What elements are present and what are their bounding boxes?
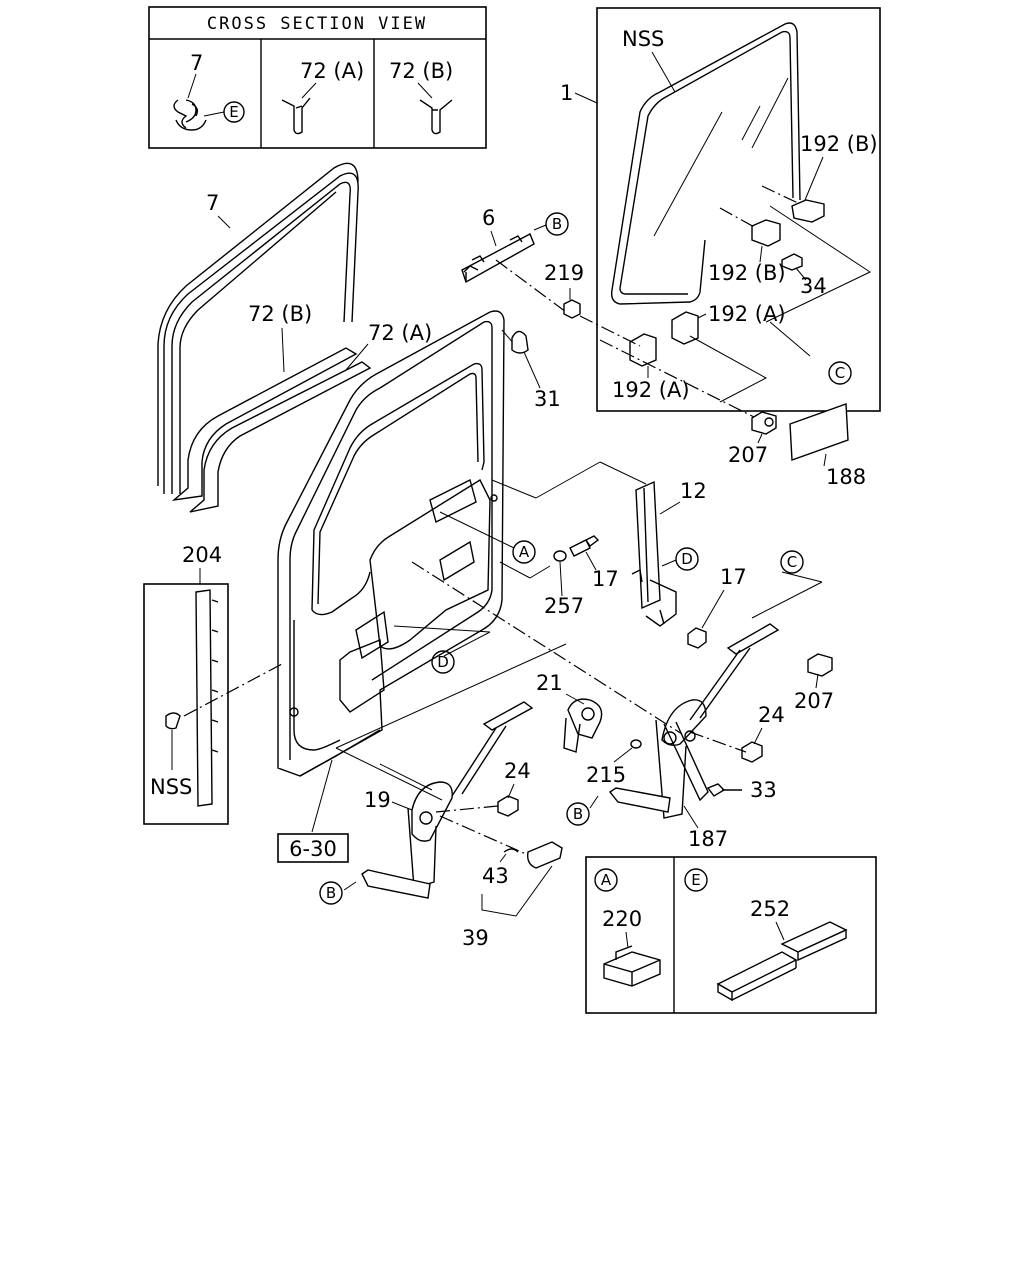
ref-circle-b-right — [566, 802, 590, 826]
ref-b-top: B — [552, 215, 562, 233]
label-72b: 72 (B) — [248, 302, 312, 326]
washer-215 — [630, 739, 642, 749]
screw-33 — [706, 783, 726, 797]
ref-circle-e — [223, 101, 245, 123]
channel-section-72a-icon — [281, 97, 311, 135]
clip-34 — [781, 253, 803, 271]
glass-clip-192a-lower — [629, 333, 657, 367]
label-204: 204 — [182, 543, 222, 567]
bolt-17-left — [569, 535, 600, 557]
channel-section-72b-icon — [419, 99, 453, 135]
rear-channel-12 — [631, 480, 677, 627]
bumper-31 — [511, 330, 529, 354]
door-glass-box: NSS 1 192 (B) 192 (B) 34 192 (A) 192 (A)… — [560, 7, 881, 412]
label-192b-2: 192 (B) — [708, 261, 786, 285]
label-215: 215 — [586, 763, 626, 787]
detail-a-ref: A — [601, 871, 612, 889]
label-219: 219 — [544, 261, 584, 285]
label-31: 31 — [534, 387, 561, 411]
window-regulator-right — [608, 623, 780, 819]
label-188: 188 — [826, 465, 866, 489]
label-12: 12 — [680, 479, 707, 503]
ref-circle-d-door — [431, 650, 455, 674]
label-19: 19 — [364, 788, 391, 812]
bolt-17-right — [687, 627, 707, 649]
cross-section-title: CROSS SECTION VIEW — [207, 14, 427, 34]
handle-base-21 — [563, 698, 603, 753]
label-1: 1 — [560, 81, 573, 105]
plate-188 — [789, 403, 849, 461]
glass-run-channels — [171, 347, 372, 513]
label-257: 257 — [544, 594, 584, 618]
tape-252 — [716, 921, 848, 1002]
weatherstrip-7 — [157, 162, 359, 494]
glass-clip-192b-upper — [791, 199, 825, 223]
label-21: 21 — [536, 671, 563, 695]
cs-label-72a: 72 (A) — [300, 59, 364, 83]
label-nss-glass: NSS — [622, 27, 664, 51]
label-24-1: 24 — [758, 703, 785, 727]
ref-box-6-30 — [277, 833, 349, 863]
label-192b-1: 192 (B) — [800, 132, 878, 156]
label-43: 43 — [482, 864, 509, 888]
window-regulator-left — [361, 701, 534, 899]
label-187: 187 — [688, 827, 728, 851]
ref-circle-c-top — [828, 361, 852, 385]
ref-b-right: B — [573, 805, 583, 823]
glass-clip-192b-lower — [751, 219, 781, 247]
label-220: 220 — [602, 907, 642, 931]
label-24-2: 24 — [504, 759, 531, 783]
ref-b-left: B — [326, 884, 336, 902]
clip-219 — [563, 299, 581, 319]
ref-d-channel: D — [681, 550, 693, 568]
ref-c-lower: C — [787, 553, 797, 571]
label-252: 252 — [750, 897, 790, 921]
label-17-1: 17 — [592, 567, 619, 591]
label-192a-2: 192 (A) — [612, 378, 690, 402]
ref-circle-c-lower — [780, 550, 804, 574]
label-192a-1: 192 (A) — [708, 302, 786, 326]
ref-e-text: E — [229, 103, 238, 121]
label-6-30: 6-30 — [289, 837, 337, 861]
label-nss-panel: NSS — [150, 775, 192, 799]
label-17-2: 17 — [720, 565, 747, 589]
ref-circle-b-left — [319, 881, 343, 905]
ref-circle-a-door — [512, 540, 536, 564]
detail-e-ref: E — [691, 871, 700, 889]
label-7: 7 — [206, 191, 219, 215]
ref-c-top: C — [835, 364, 845, 382]
bolt-24-right — [741, 741, 763, 763]
cross-section-view-box: CROSS SECTION VIEW 7 E 72 (A) 72 (B) — [148, 6, 487, 149]
weatherstrip-section-7-icon — [173, 99, 207, 131]
ref-circle-b-top — [545, 212, 569, 236]
label-207-2: 207 — [794, 689, 834, 713]
ref-circle-d-channel — [675, 547, 699, 571]
label-39: 39 — [462, 926, 489, 950]
label-72a: 72 (A) — [368, 321, 432, 345]
label-6: 6 — [482, 206, 495, 230]
panel-204-box — [143, 583, 229, 825]
door-glass — [610, 22, 801, 305]
window-crank-handle — [526, 841, 563, 869]
cs-label-72b: 72 (B) — [389, 59, 453, 83]
ref-d-door: D — [437, 653, 449, 671]
label-207-1: 207 — [728, 443, 768, 467]
ref-a-door: A — [519, 543, 530, 561]
door-panel — [277, 310, 505, 777]
bolt-207-upper — [751, 411, 777, 435]
bolt-207-lower — [807, 653, 833, 677]
cs-label-7: 7 — [190, 51, 203, 75]
clip-220 — [603, 951, 661, 987]
detail-box-a-e: A E 220 252 — [585, 856, 877, 1014]
bolt-24-left — [497, 795, 519, 817]
glass-run-guide-6 — [461, 233, 535, 284]
label-33: 33 — [750, 778, 777, 802]
washer-257 — [553, 550, 567, 562]
glass-clip-192a-upper — [671, 311, 699, 345]
